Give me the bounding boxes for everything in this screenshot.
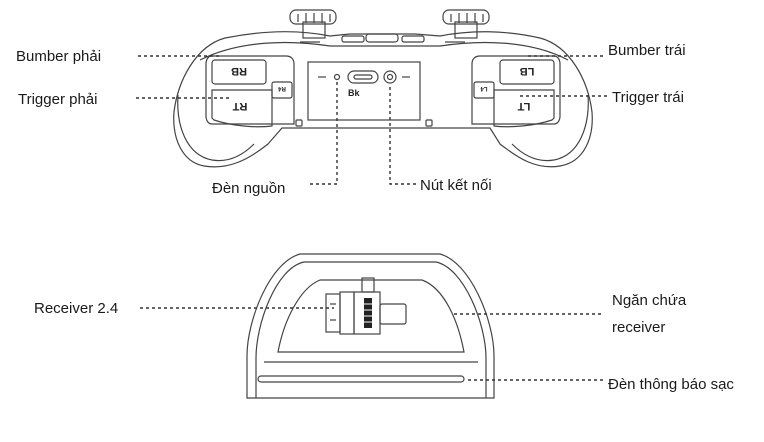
svg-text:R4: R4 <box>278 85 286 91</box>
rt-button <box>211 89 273 128</box>
center-panel <box>307 61 421 121</box>
label-receiver-slot-1: Ngăn chứa <box>612 292 687 309</box>
usb-c-port-icon <box>347 70 379 84</box>
r4-button <box>271 81 293 99</box>
label-receiver-slot-2: receiver <box>612 319 665 336</box>
receiver-dock <box>246 253 495 399</box>
l4-button <box>473 81 495 99</box>
svg-text:RT: RT <box>232 100 247 112</box>
receiver-usb <box>325 277 407 335</box>
callouts-controller: Bumber phải Trigger phải Bumber trái Tri… <box>16 42 686 197</box>
svg-text:LT: LT <box>517 100 530 112</box>
receiver-slot <box>277 279 465 353</box>
svg-text:LB: LB <box>520 65 535 77</box>
lt-button <box>493 89 555 128</box>
svg-text:L4: L4 <box>480 85 488 91</box>
svg-text:RB: RB <box>231 65 247 77</box>
controller: Bk RB RT R4 LB LT L4 <box>173 9 593 168</box>
controller-body <box>173 31 593 168</box>
charge-led-bar <box>257 375 465 383</box>
connect-button-icon <box>383 70 397 84</box>
right-thumbstick <box>289 9 337 39</box>
lb-button <box>499 59 555 85</box>
dock-body <box>246 253 495 399</box>
label-power-led: Đèn nguồn <box>212 180 285 197</box>
left-thumbstick <box>442 9 490 39</box>
label-connect-button: Nút kết nối <box>420 177 492 194</box>
brand-logo: Bk <box>348 88 360 98</box>
label-bumper-right: Bumber phải <box>16 48 101 65</box>
callouts-dock: Receiver 2.4 Ngăn chứa receiver Đèn thôn… <box>34 292 734 393</box>
power-led-icon <box>333 73 341 81</box>
left-shoulder-buttons: LB LT L4 <box>471 55 561 128</box>
rb-button <box>211 59 267 85</box>
right-shoulder-buttons: RB RT R4 <box>205 55 295 128</box>
label-receiver: Receiver 2.4 <box>34 300 118 317</box>
label-trigger-right: Trigger phải <box>18 91 97 108</box>
label-trigger-left: Trigger trái <box>612 89 684 106</box>
label-bumper-left: Bumber trái <box>608 42 686 59</box>
label-charge-led: Đèn thông báo sạc <box>608 376 734 393</box>
